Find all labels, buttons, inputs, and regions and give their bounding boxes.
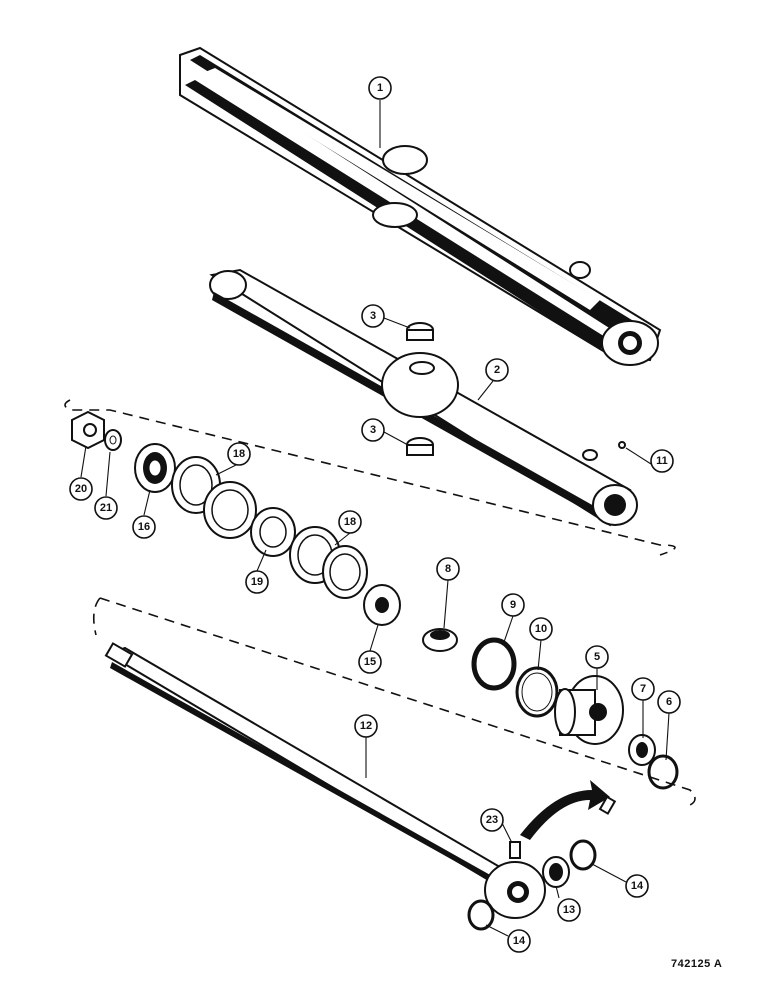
nut-part: [71, 410, 105, 450]
callout-12: 12: [354, 714, 378, 738]
callout-6: 6: [657, 690, 681, 714]
snap-ring-part-14-b: [467, 899, 495, 931]
seal-part-18-c: [289, 526, 341, 584]
grease-fitting-part: [509, 841, 521, 859]
svg-text:5: 5: [594, 651, 600, 663]
svg-text:9: 9: [510, 599, 516, 611]
wiper-part-7: [628, 734, 656, 766]
callout-13: 13: [557, 898, 581, 922]
svg-text:18: 18: [344, 516, 356, 528]
snap-ring-part-6: [647, 754, 679, 790]
ring-part-19: [250, 507, 296, 557]
svg-text:16: 16: [138, 521, 150, 533]
callout-19: 19: [245, 570, 269, 594]
svg-text:12: 12: [360, 720, 372, 732]
callout-18-lower: 18: [338, 510, 362, 534]
seal-part-18-b: [203, 481, 257, 539]
washer-part-15: [363, 584, 401, 626]
svg-text:8: 8: [445, 563, 451, 575]
svg-text:10: 10: [535, 623, 547, 635]
cylinder-barrel-part: [179, 46, 662, 366]
svg-text:23: 23: [486, 814, 498, 826]
callout-11: 11: [650, 449, 674, 473]
svg-text:19: 19: [251, 576, 263, 588]
bushing-part-upper: [406, 322, 434, 341]
piston-part: [134, 443, 176, 493]
svg-text:20: 20: [75, 483, 87, 495]
backup-ring-part-10: [515, 666, 559, 718]
callout-5: 5: [585, 645, 609, 669]
piston-rod-part: [104, 642, 546, 919]
svg-text:6: 6: [666, 696, 672, 708]
svg-text:18: 18: [233, 448, 245, 460]
callout-9: 9: [501, 593, 525, 617]
svg-text:13: 13: [563, 904, 575, 916]
callout-7: 7: [631, 677, 655, 701]
callout-3-lower: 3: [361, 418, 385, 442]
o-ring-part-9: [471, 637, 517, 691]
upper-assembly-dashline: [64, 399, 676, 556]
callout-16: 16: [132, 515, 156, 539]
svg-text:1: 1: [377, 82, 383, 94]
snap-ring-part-14-a: [569, 839, 597, 871]
svg-text:14: 14: [631, 880, 644, 892]
callout-18-upper: 18: [227, 442, 251, 466]
callout-15: 15: [358, 650, 382, 674]
cylinder-tube-part: [209, 268, 638, 527]
svg-text:7: 7: [640, 683, 646, 695]
callout-2: 2: [485, 358, 509, 382]
bushing-part-13: [542, 856, 570, 888]
rotation-arrow-icon: [520, 780, 617, 840]
gland-part: [554, 675, 624, 745]
svg-text:15: 15: [364, 656, 376, 668]
callout-21: 21: [94, 496, 118, 520]
svg-text:2: 2: [494, 364, 500, 376]
svg-text:21: 21: [100, 502, 112, 514]
lower-assembly-dashline: [92, 597, 696, 806]
svg-text:3: 3: [370, 424, 376, 436]
fitting-part-11: [618, 441, 626, 449]
callout-1: 1: [368, 76, 392, 100]
callout-10: 10: [529, 617, 553, 641]
callout-3-upper: 3: [361, 304, 385, 328]
callout-14-right: 14: [625, 874, 649, 898]
callout-20: 20: [69, 477, 93, 501]
svg-text:14: 14: [513, 935, 526, 947]
washer-part-21: [104, 429, 122, 451]
callout-14-left: 14: [507, 929, 531, 953]
callout-8: 8: [436, 557, 460, 581]
seal-part-18-d: [322, 545, 368, 599]
bushing-part-lower: [406, 437, 434, 456]
svg-text:11: 11: [656, 455, 668, 467]
callout-23: 23: [480, 808, 504, 832]
drawing-number: 742125 A: [671, 958, 723, 970]
svg-text:3: 3: [370, 310, 376, 322]
bushing-part-8: [422, 628, 458, 652]
